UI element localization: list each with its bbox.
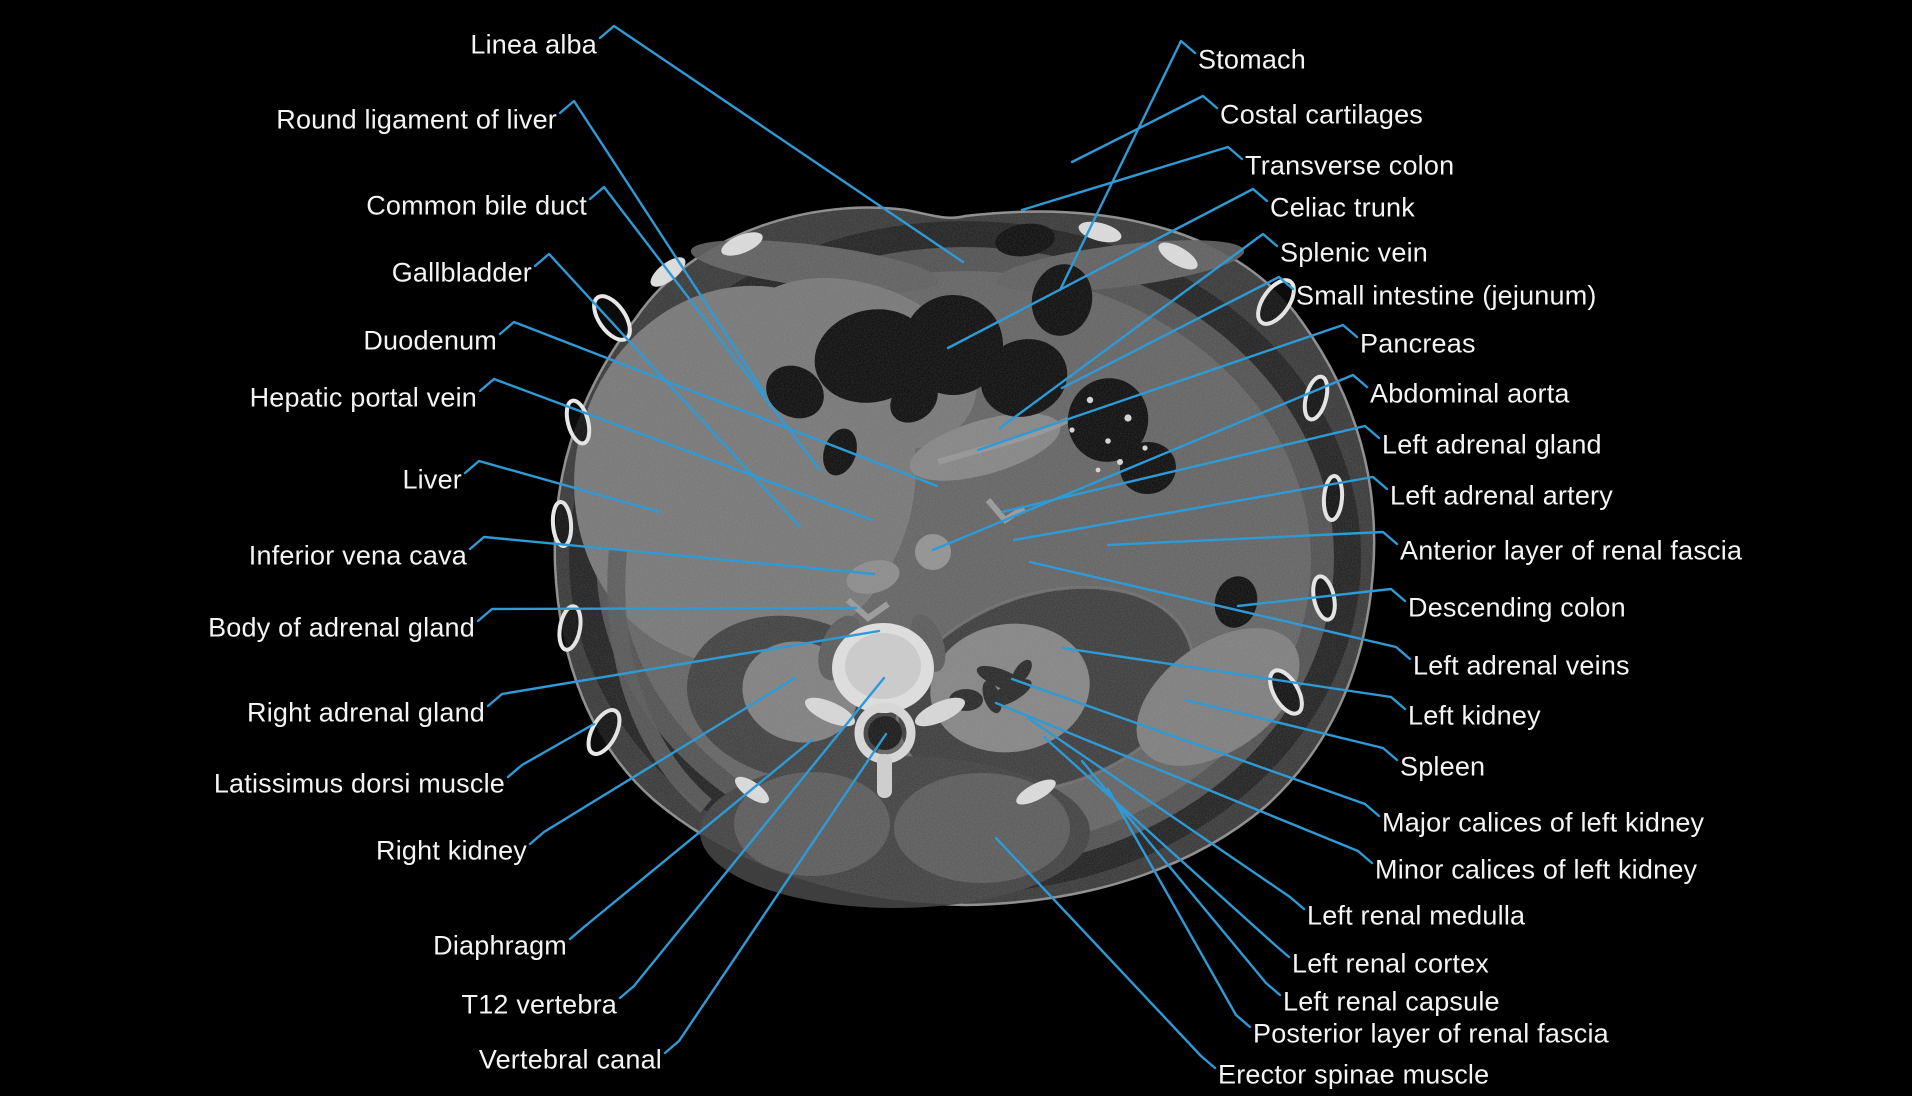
leader-line-duodenum <box>498 320 939 488</box>
leader-line-spleen <box>1184 698 1399 762</box>
leader-line-anterior-layer-of-renal-fascia <box>1106 530 1399 547</box>
leader-line-costal-cartilages <box>1070 94 1219 164</box>
leader-line-stomach <box>1058 39 1197 292</box>
leader-line-right-kidney <box>528 676 797 846</box>
leader-line-latissimus-dorsi-muscle <box>506 722 596 779</box>
leader-line-round-ligament-of-liver <box>558 99 767 396</box>
leader-line-left-adrenal-gland <box>1000 424 1381 514</box>
leader-line-celiac-trunk <box>946 187 1269 350</box>
leader-line-left-kidney <box>1061 646 1407 711</box>
leader-line-splenic-vein <box>998 232 1279 430</box>
leader-line-diaphragm <box>568 738 814 941</box>
leader-line-left-adrenal-veins <box>1028 560 1412 661</box>
leader-line-liver <box>463 459 662 514</box>
leader-line-pancreas <box>976 323 1359 452</box>
leader-line-left-renal-medulla <box>1026 716 1306 911</box>
leader-line-descending-colon <box>1236 587 1407 608</box>
leader-line-vertebral-canal <box>663 732 888 1055</box>
leader-line-small-intestine-jejunum <box>1060 275 1295 390</box>
leader-line-linea-alba <box>598 24 965 264</box>
leader-line-inferior-vena-cava <box>468 535 876 576</box>
leader-line-right-adrenal-gland <box>486 629 881 708</box>
leader-line-transverse-colon <box>1020 145 1244 212</box>
leader-line-minor-calices-of-left-kidney <box>994 701 1374 865</box>
leader-line-posterior-layer-of-renal-fascia <box>1106 787 1252 1029</box>
leader-line-left-adrenal-artery <box>1012 475 1389 542</box>
leader-line-t12-vertebra <box>618 676 886 1000</box>
leader-line-gallbladder <box>533 252 802 529</box>
leader-lines <box>463 24 1412 1070</box>
leader-line-left-renal-capsule <box>1080 759 1282 997</box>
leader-line-erector-spinae-muscle <box>994 836 1217 1070</box>
leader-line-major-calices-of-left-kidney <box>1010 677 1381 818</box>
leader-line-abdominal-aorta <box>931 373 1369 552</box>
leader-line-common-bile-duct <box>588 185 822 472</box>
leader-line-body-of-adrenal-gland <box>476 606 858 623</box>
leader-line-hepatic-portal-vein <box>478 377 874 522</box>
